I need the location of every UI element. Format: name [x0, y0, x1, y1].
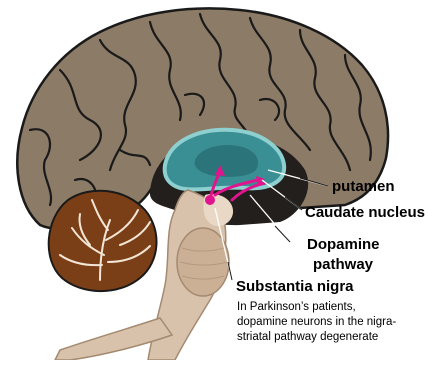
dopamine-pathway-label-line2: pathway	[313, 256, 373, 273]
pons	[177, 228, 229, 296]
substantia-nigra	[205, 195, 215, 205]
note-line-2: dopamine neurons in the nigra-	[237, 315, 396, 330]
caudate-nucleus-label: Caudate nucleus	[305, 204, 425, 221]
substantia-nigra-label: Substantia nigra	[236, 278, 354, 295]
dopamine-pathway-label-line1: Dopamine	[307, 236, 380, 253]
note-line-1: In Parkinson’s patients,	[237, 300, 356, 315]
cerebellum	[49, 191, 157, 291]
note-line-3: striatal pathway degenerate	[237, 330, 378, 345]
putamen-label: putamen	[332, 178, 395, 195]
